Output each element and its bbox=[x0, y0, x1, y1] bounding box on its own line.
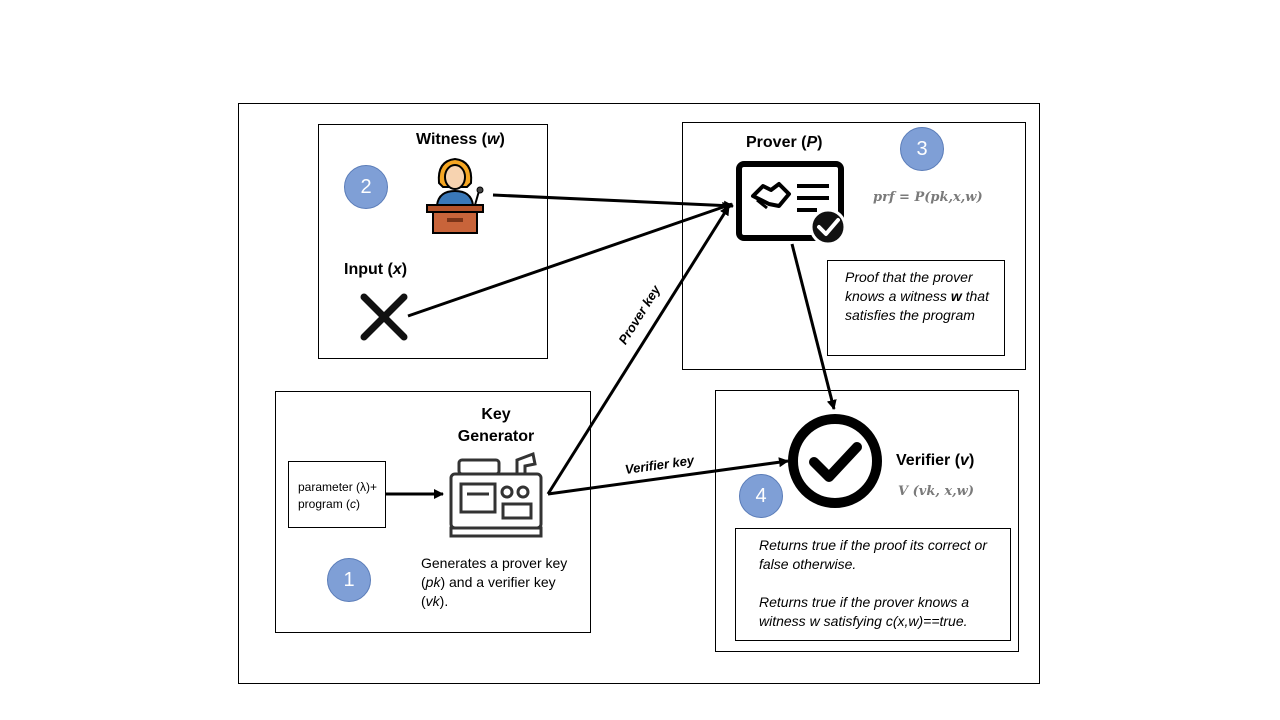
badge-1: 1 bbox=[327, 558, 371, 602]
arrow-generator-to-prover bbox=[546, 205, 731, 495]
verifier-note-box bbox=[735, 528, 1011, 641]
arrow-witness-to-prover bbox=[492, 193, 734, 211]
key-generator-desc: Generates a prover key (pk) and a verifi… bbox=[421, 555, 568, 609]
witness-input-box bbox=[318, 124, 548, 359]
checkmark-circle-icon bbox=[788, 414, 882, 508]
verifier-label: Verifier (v) bbox=[896, 452, 975, 469]
prover-note: Proof that the prover knows a witness w … bbox=[845, 269, 989, 323]
verifier-note: Returns true if the proof its correct or… bbox=[759, 537, 987, 629]
prover-label: Prover (P) bbox=[746, 134, 823, 151]
arrow-prover-to-verifier bbox=[790, 243, 837, 410]
verifier-box bbox=[715, 390, 1019, 652]
arrow-generator-to-verifier bbox=[547, 457, 789, 496]
badge-2: 2 bbox=[344, 165, 388, 209]
badge-4: 4 bbox=[739, 474, 783, 518]
generator-icon bbox=[449, 451, 543, 538]
person-at-podium-icon bbox=[426, 157, 484, 234]
key-generator-box bbox=[275, 391, 591, 633]
input-label: Input (x) bbox=[344, 261, 408, 278]
witness-label: Witness (w) bbox=[416, 131, 505, 148]
key-generator-label: Key Generator bbox=[457, 406, 535, 445]
prover-box bbox=[682, 122, 1026, 370]
prover-note-box bbox=[827, 260, 1005, 356]
parameter-box bbox=[288, 461, 386, 528]
diagram-frame bbox=[238, 103, 1040, 684]
certificate-icon bbox=[736, 161, 847, 246]
parameter-text: parameter (λ)+ program (c) bbox=[298, 480, 378, 511]
badge-3: 3 bbox=[900, 127, 944, 171]
prover-formula: prf = P(pk,x,w) bbox=[873, 190, 983, 205]
arrow-input-to-prover bbox=[407, 202, 733, 318]
cross-icon bbox=[360, 293, 408, 341]
verifier-formula: V (vk, x,w) bbox=[898, 484, 974, 499]
